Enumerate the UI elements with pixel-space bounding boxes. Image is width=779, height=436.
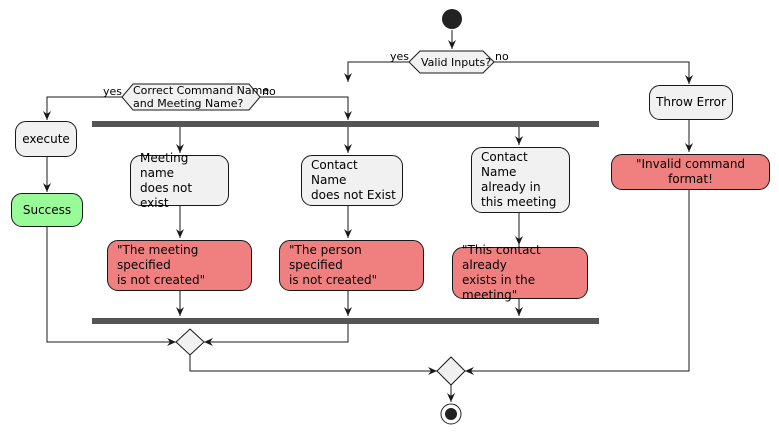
merge-diamond-2 xyxy=(436,356,466,386)
merge-diamond-1 xyxy=(175,328,205,356)
node-success: Success xyxy=(11,193,83,227)
edge-invalid-merge2 xyxy=(465,190,690,375)
label-valid-yes: yes xyxy=(390,50,409,63)
edge-join-merge xyxy=(204,324,349,346)
label-correct-no: no xyxy=(262,85,276,98)
decision-correct-names xyxy=(121,83,261,111)
decision-correct-names-label: Correct Command Name and Meeting Name? xyxy=(133,84,270,110)
fork-bar xyxy=(92,121,599,127)
node-msg-meeting-not-created: "The meeting specified is not created" xyxy=(107,240,252,291)
node-contact-already: Contact Name already in this meeting xyxy=(471,147,570,213)
edge-merge1-merge2 xyxy=(189,355,437,375)
node-msg-contact-exists: "This contact already exists in the meet… xyxy=(452,243,588,302)
decision-valid-inputs-label: Valid Inputs? xyxy=(421,56,492,69)
edge-valid-yes xyxy=(344,61,409,82)
node-meeting-not-exist: Meeting name does not exist xyxy=(130,151,229,210)
node-execute: execute xyxy=(15,121,77,157)
edge-correct-yes xyxy=(43,96,122,120)
start-node xyxy=(442,9,462,29)
node-throw-error: Throw Error xyxy=(649,85,733,120)
edge-correct-no xyxy=(260,96,352,120)
label-correct-yes: yes xyxy=(103,85,122,98)
label-valid-no: no xyxy=(495,50,509,63)
node-contact-not-exist: Contact Name does not Exist xyxy=(301,155,403,206)
decision-valid-inputs xyxy=(408,50,495,74)
join-bar xyxy=(92,318,599,324)
node-msg-person-not-created: "The person specified is not created" xyxy=(279,240,424,291)
end-node-dot xyxy=(445,408,457,420)
edge-valid-no xyxy=(494,61,693,84)
node-invalid-command-format: "Invalid command format! xyxy=(611,154,770,190)
edge-success-merge xyxy=(46,227,176,346)
